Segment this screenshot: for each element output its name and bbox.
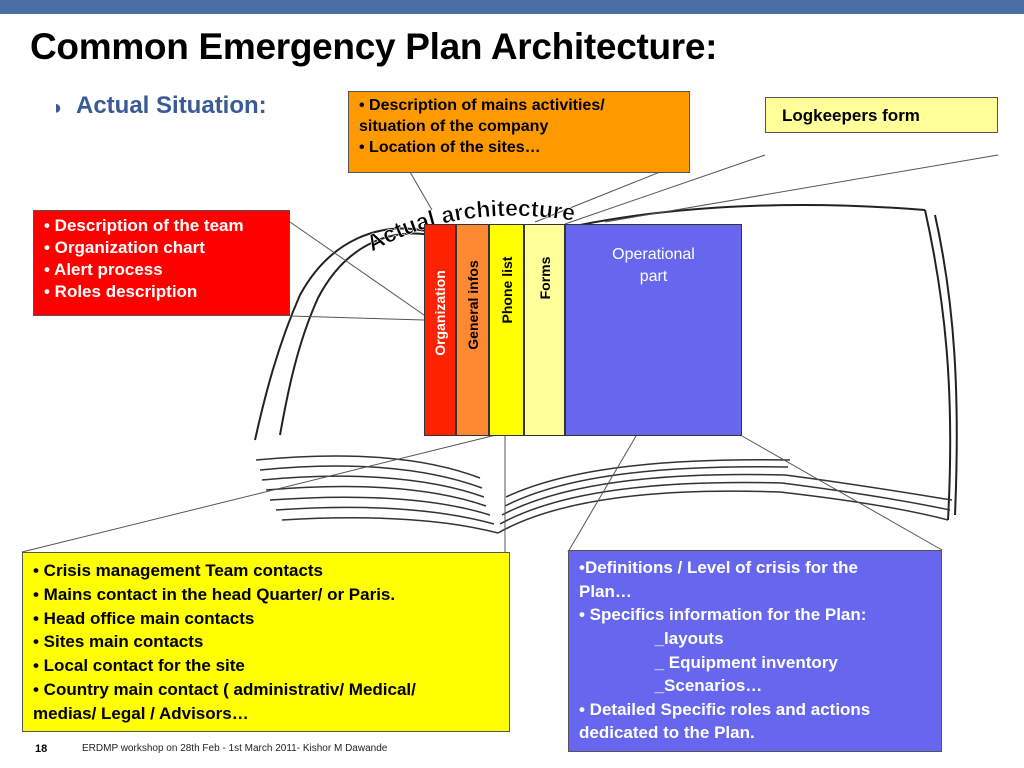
box-line: • Alert process (44, 260, 163, 280)
tab-label: Phone list (498, 256, 515, 324)
box-line: • Local contact for the site (33, 656, 245, 676)
tab-label: Forms (536, 256, 553, 299)
box-line: • Detailed Specific roles and actions (579, 699, 871, 719)
box-line: dedicated to the Plan. (579, 723, 755, 743)
footer-text: ERDMP workshop on 28th Feb - 1st March 2… (82, 743, 388, 754)
box-line: • Head office main contacts (33, 608, 255, 628)
subtitle-bullet-icon: ◗ (52, 97, 65, 119)
page-number: 18 (35, 743, 48, 755)
binder-tab-forms: Forms (524, 224, 565, 436)
box-line: medias/ Legal / Advisors… (33, 703, 249, 723)
box-line: • Country main contact ( administrativ/ … (33, 679, 416, 699)
operational-line: part (639, 268, 668, 286)
slide-subtitle: Actual Situation: (76, 92, 267, 119)
box-line: • Organization chart (44, 238, 205, 258)
box-line: • Mains contact in the head Quarter/ or … (33, 584, 396, 604)
logkeepers-label: Logkeepers form (782, 106, 920, 125)
logkeepers-form-box: Logkeepers form (765, 97, 998, 133)
binder-operational-part: Operational part (565, 224, 742, 436)
operational-details-box: •Definitions / Level of crisis for the P… (568, 550, 942, 752)
company-description-box: • Description of mains activities/ situa… (348, 91, 690, 173)
box-line: • Crisis management Team contacts (33, 561, 324, 580)
box-line: • Location of the sites… (359, 138, 541, 156)
tab-label: Organization (432, 270, 448, 356)
binder-tab-organization: Organization (424, 224, 456, 436)
binder-tab-phone-list: Phone list (489, 224, 524, 436)
box-line: _Scenarios… (579, 676, 763, 696)
box-line: •Definitions / Level of crisis for the (579, 558, 858, 577)
contacts-box: • Crisis management Team contacts • Main… (22, 552, 510, 732)
box-line: Plan… (579, 581, 632, 601)
box-line: _layouts (579, 628, 724, 648)
box-line: _ Equipment inventory (579, 652, 838, 672)
title-bar (0, 0, 1024, 14)
open-book-outline (254, 204, 958, 521)
tab-label: General infos (464, 260, 481, 350)
box-line: • Description of the team (44, 216, 244, 235)
box-line: • Sites main contacts (33, 632, 204, 652)
box-line: • Specifics information for the Plan: (579, 605, 867, 625)
operational-part-label: Operational part (566, 244, 741, 289)
team-description-box: • Description of the team • Organization… (33, 210, 290, 316)
operational-line: Operational (612, 246, 695, 263)
box-line: • Roles description (44, 282, 198, 302)
slide-title: Common Emergency Plan Architecture: (30, 26, 718, 67)
box-line: situation of the company (359, 117, 549, 135)
box-line: • Description of mains activities/ (359, 97, 605, 114)
binder-tab-general-infos: General infos (456, 224, 489, 436)
